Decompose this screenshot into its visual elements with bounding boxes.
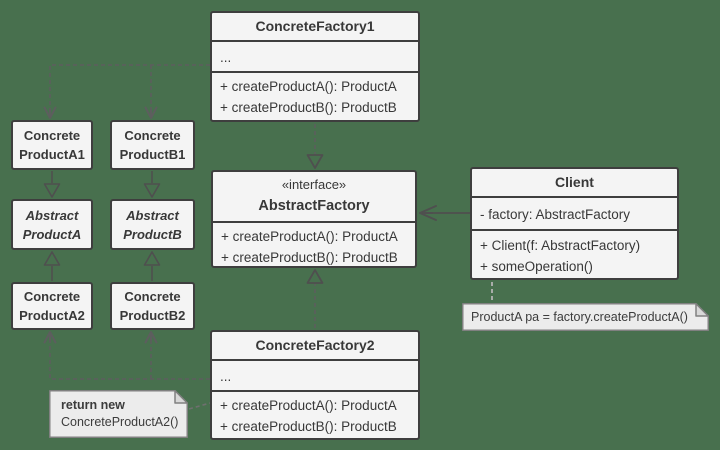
method: + someOperation() xyxy=(480,259,593,274)
class-methods: + Client(f: AbstractFactory) + someOpera… xyxy=(472,229,677,280)
method: + createProductB(): ProductB xyxy=(220,100,397,115)
class-abstract-product-a: Abstract ProductA xyxy=(11,199,93,250)
class-abstract-factory: «interface» AbstractFactory + createProd… xyxy=(211,170,417,268)
class-title: ConcreteFactory1 xyxy=(255,18,375,34)
class-concrete-product-a2: Concrete ProductA2 xyxy=(11,282,93,330)
factory2-note-text: return new ConcreteProductA2() xyxy=(49,390,188,438)
method: + createProductA(): ProductA xyxy=(221,229,398,244)
class-title: AbstractFactory xyxy=(258,198,370,214)
factory2-note-shape xyxy=(49,390,188,438)
class-title: Client xyxy=(555,174,594,190)
factory2-note-line2: ConcreteProductA2() xyxy=(61,415,179,429)
dependency-factory1-products xyxy=(49,64,210,110)
link-note-factory2 xyxy=(188,402,211,410)
method: + createProductB(): ProductB xyxy=(221,250,398,265)
class-fields-ellipsis: ... xyxy=(212,40,418,71)
class-client: Client - factory: AbstractFactory + Clie… xyxy=(470,167,679,280)
method: + createProductA(): ProductA xyxy=(220,79,397,94)
realization-factory2-abstractfactory xyxy=(306,269,324,328)
class-attributes: - factory: AbstractFactory xyxy=(472,196,677,229)
class-methods: + createProductA(): ProductA + createPro… xyxy=(213,221,415,271)
class-concrete-factory-1: ConcreteFactory1 ... + createProductA():… xyxy=(210,11,420,122)
class-abstract-product-b: Abstract ProductB xyxy=(110,199,195,250)
class-title: ConcreteFactory2 xyxy=(255,337,375,353)
class-concrete-product-a1: Concrete ProductA1 xyxy=(11,120,93,170)
dependency-factory2-products xyxy=(49,340,210,380)
class-concrete-product-b2: Concrete ProductB2 xyxy=(110,282,195,330)
generalization-products xyxy=(43,171,161,281)
class-header: «interface» AbstractFactory xyxy=(213,172,415,221)
method: + createProductA(): ProductA xyxy=(220,398,397,413)
stereotype-label: «interface» xyxy=(281,177,347,192)
class-concrete-factory-2: ConcreteFactory2 ... + createProductA():… xyxy=(210,330,420,440)
class-methods: + createProductA(): ProductA + createPro… xyxy=(212,71,418,121)
dependency-arrowheads-top xyxy=(43,106,158,119)
method: + Client(f: AbstractFactory) xyxy=(480,238,641,253)
association-client-abstractfactory xyxy=(419,205,471,221)
class-methods: + createProductA(): ProductA + createPro… xyxy=(212,390,418,440)
method: + createProductB(): ProductB xyxy=(220,419,397,434)
class-fields-ellipsis: ... xyxy=(212,359,418,390)
client-note-text: ProductA pa = factory.createProductA() xyxy=(471,310,688,324)
dependency-arrowheads-bottom xyxy=(43,331,158,344)
realization-factory1-abstractfactory xyxy=(306,124,324,169)
client-note-shape xyxy=(462,303,709,331)
class-concrete-product-b1: Concrete ProductB1 xyxy=(110,120,195,170)
factory2-note-line1: return new xyxy=(61,398,125,412)
